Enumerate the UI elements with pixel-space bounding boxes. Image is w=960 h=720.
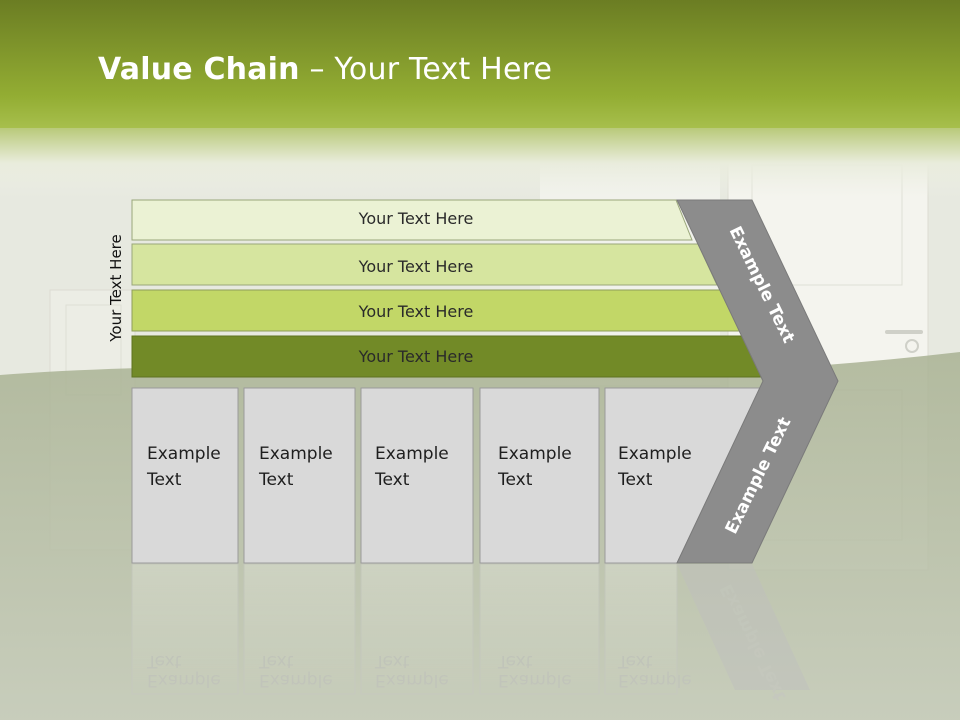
box-2-reflection-line2: Text <box>258 651 294 671</box>
bar-4-label: Your Text Here <box>358 347 474 366</box>
chevron-arrow <box>676 199 839 564</box>
box-2-line2: Text <box>258 470 294 490</box>
box-1-reflection <box>131 563 239 695</box>
box-4-reflection <box>479 563 600 695</box>
box-3-line1: Example <box>375 444 449 464</box>
box-2-reflection-line1: Example <box>259 670 333 690</box>
box-4-reflection-line2: Text <box>497 651 533 671</box>
box-1 <box>131 387 239 564</box>
box-1-line2: Text <box>146 470 182 490</box>
bar-2-label: Your Text Here <box>358 257 474 276</box>
box-3-reflection-line2: Text <box>374 651 410 671</box>
diagram-reflection: Text Example Text Example Text Example T… <box>131 563 810 704</box>
title-rest: – Your Text Here <box>299 52 553 87</box>
box-5-reflection-line1: Example <box>618 670 692 690</box>
box-1-line1: Example <box>147 444 221 464</box>
box-5-reflection <box>604 563 678 695</box>
box-2 <box>243 387 356 564</box>
box-4-reflection-line1: Example <box>498 670 572 690</box>
box-4-line2: Text <box>497 470 533 490</box>
bar-1 <box>131 199 693 241</box>
box-3-reflection <box>360 563 474 695</box>
bar-3-label: Your Text Here <box>358 302 474 321</box>
box-5-line1: Example <box>618 444 692 464</box>
box-3-line2: Text <box>374 470 410 490</box>
chevron-reflection <box>677 564 810 690</box>
box-2-reflection <box>243 563 356 695</box>
slide-title: Value Chain – Your Text Here <box>98 52 552 87</box>
box-3 <box>360 387 474 564</box>
box-1-reflection-line2: Text <box>146 651 182 671</box>
box-1-reflection-line1: Example <box>147 670 221 690</box>
box-2-line1: Example <box>259 444 333 464</box>
title-bold: Value Chain <box>98 52 300 87</box>
box-4-line1: Example <box>498 444 572 464</box>
bar-1-label: Your Text Here <box>358 209 474 228</box>
box-5-line2: Text <box>617 470 653 490</box>
box-5-reflection-line2: Text <box>617 651 653 671</box>
box-3-reflection-line1: Example <box>375 670 449 690</box>
box-4 <box>479 387 600 564</box>
